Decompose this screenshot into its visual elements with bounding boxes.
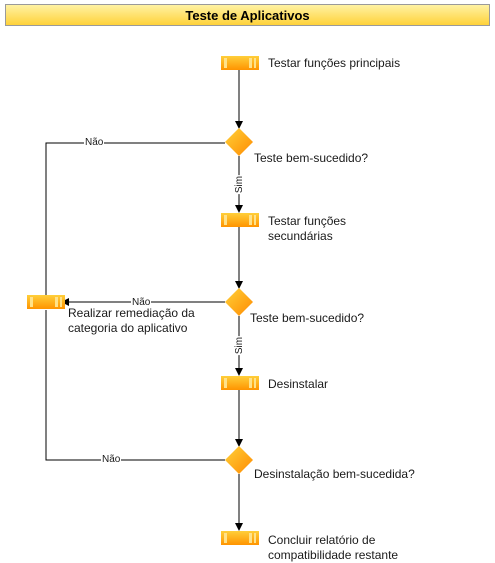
- process-block-icon: [27, 295, 65, 309]
- step-test-main: Testar funções principais: [268, 56, 401, 70]
- decision-diamond-icon: [225, 128, 253, 156]
- process-block-icon: [221, 56, 259, 70]
- step-report: Concluir relatório de compatibilidade re…: [268, 533, 399, 562]
- decision-label-3: Desinstalação bem-sucedida?: [254, 467, 415, 481]
- step-remediate: Realizar remediação da categoria do apli…: [68, 306, 195, 335]
- process-block-icon: [221, 531, 259, 545]
- process-block-icon: [221, 213, 259, 227]
- edge-label-yes-1: Sim: [234, 174, 246, 195]
- decision-label-1: Teste bem-sucedido?: [254, 151, 369, 165]
- step-test-secondary: Testar funções secundárias: [268, 214, 347, 243]
- edge-label-no-2: Não: [131, 297, 152, 308]
- decision-diamond-icon: [225, 288, 253, 316]
- process-block-icon: [221, 376, 259, 390]
- decision-label-2: Teste bem-sucedido?: [250, 311, 365, 325]
- step-uninstall: Desinstalar: [268, 377, 329, 391]
- edge-label-no-1: Não: [84, 137, 105, 148]
- decision-diamond-icon: [225, 446, 253, 474]
- edge-label-yes-2: Sim: [234, 335, 246, 356]
- edge-label-no-3: Não: [101, 454, 122, 465]
- diagram-title: Teste de Aplicativos: [5, 4, 490, 26]
- edge-d3-no: [45, 310, 225, 461]
- edge-d1-no: [45, 142, 225, 295]
- diagram-title-text: Teste de Aplicativos: [185, 7, 310, 23]
